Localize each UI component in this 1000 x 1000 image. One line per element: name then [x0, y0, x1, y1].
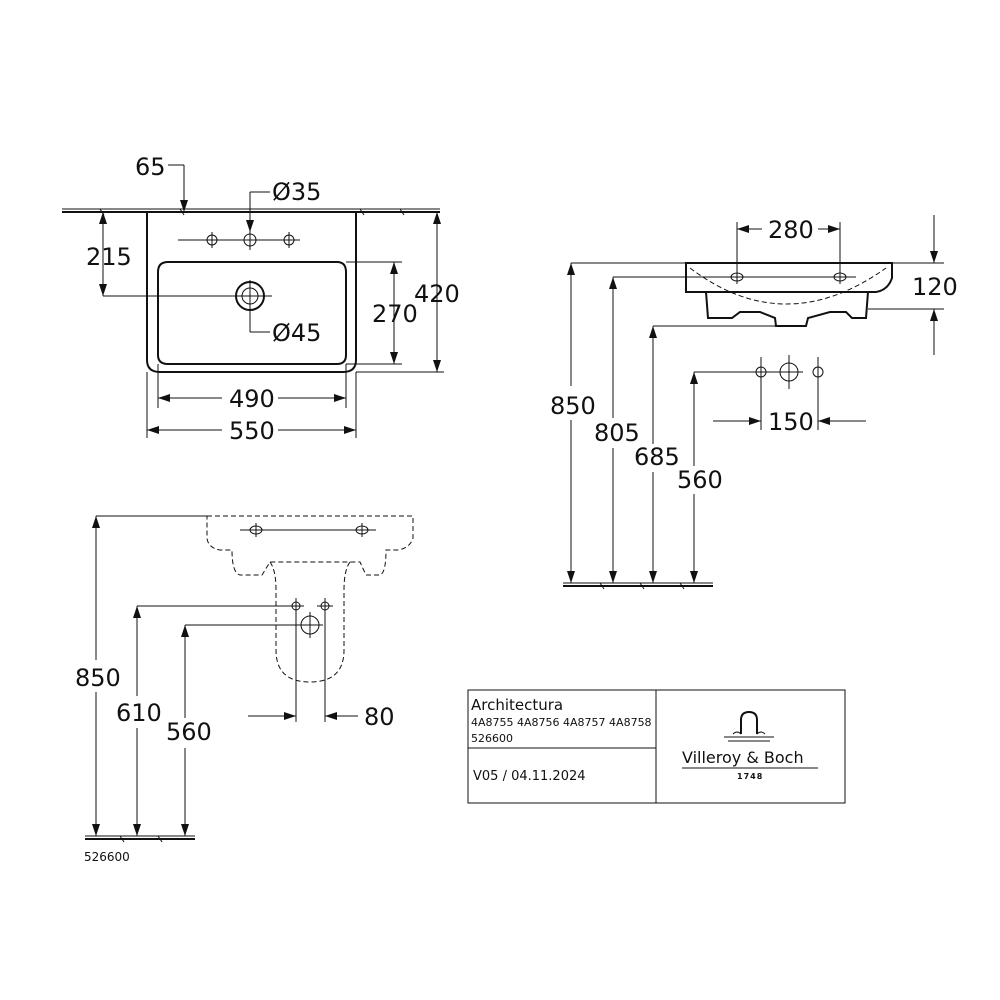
dim-490-label: 490 — [229, 385, 275, 413]
side-floor — [563, 582, 713, 590]
dim-d45-label: Ø45 — [272, 319, 321, 347]
dim-420-label: 420 — [414, 280, 460, 308]
dim-560-side-label: 560 — [677, 466, 723, 494]
dim-150-label: 150 — [768, 408, 814, 436]
front-floor — [85, 835, 195, 843]
dim-610-label: 610 — [116, 699, 162, 727]
side-basin-outline — [685, 262, 893, 293]
dim-d35-label: Ø35 — [272, 178, 321, 206]
brand-year: 1748 — [737, 772, 763, 781]
top-view: 65 Ø35 Ø45 215 270 420 49 — [62, 153, 460, 445]
dim-560-front-label: 560 — [166, 718, 212, 746]
bowl-outline — [157, 261, 347, 365]
front-connection-holes — [288, 598, 333, 638]
dim-120-label: 120 — [912, 273, 958, 301]
dim-80-label: 80 — [364, 703, 395, 731]
side-basin-bowl — [705, 291, 869, 327]
side-connection-holes — [755, 355, 824, 389]
product-name: Architectura — [471, 696, 563, 714]
tap-holes — [178, 230, 300, 250]
dim-850-front-label: 850 — [75, 664, 121, 692]
front-view: 850 610 560 — [75, 515, 414, 864]
product-codes: 4A8755 4A8756 4A8757 4A8758 — [471, 716, 652, 729]
dim-65-label: 65 — [135, 153, 166, 181]
dim-805-label: 805 — [594, 419, 640, 447]
basin-outline — [146, 212, 357, 373]
dim-280-label: 280 — [768, 216, 814, 244]
brand-logo: Villeroy & Boch 1748 — [682, 710, 818, 781]
dim-685-label: 685 — [634, 443, 680, 471]
version-date: V05 / 04.11.2024 — [473, 769, 586, 784]
top-view-wall — [62, 208, 440, 216]
dim-215-label: 215 — [86, 243, 132, 271]
front-basin-outline — [206, 515, 414, 576]
title-block: Architectura 4A8755 4A8756 4A8757 4A8758… — [467, 689, 846, 804]
product-number: 526600 — [471, 732, 513, 745]
side-view: 280 120 850 805 — [550, 215, 958, 590]
drain — [103, 280, 272, 330]
brand-name: Villeroy & Boch — [682, 748, 804, 767]
front-pedestal-outline — [269, 561, 351, 683]
drawing-number: 526600 — [84, 850, 130, 864]
dim-850-side-label: 850 — [550, 392, 596, 420]
dim-270-label: 270 — [372, 300, 418, 328]
dim-550-label: 550 — [229, 417, 275, 445]
